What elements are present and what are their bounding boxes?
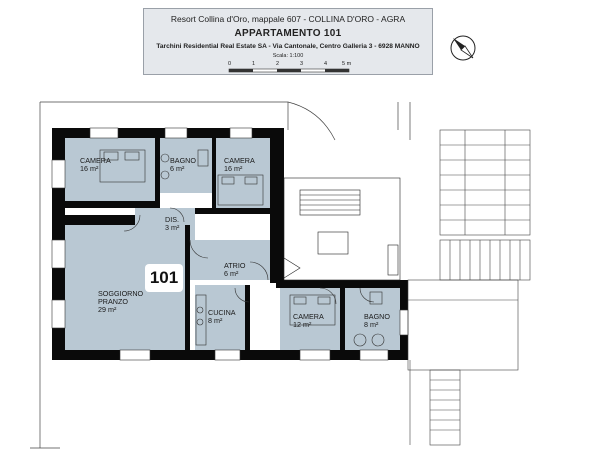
project-line: Resort Collina d'Oro, mappale 607 - COLL… (170, 14, 406, 24)
room-cucina-name: CUCINA (208, 308, 236, 317)
external-structure (407, 129, 531, 446)
windows (51, 127, 409, 361)
room-atrio-name: ATRIO (224, 261, 246, 270)
room-soggiorno-area: 29 m² (98, 305, 117, 314)
room-camera-1-name: CAMERA (80, 156, 111, 165)
furniture (99, 149, 385, 347)
room-cucina-area: 8 m² (208, 316, 223, 325)
room-bagno-1-name: BAGNO (170, 156, 196, 165)
room-bagno-2-area: 8 m² (364, 320, 379, 329)
company-line: Tarchini Residential Real Estate SA - Vi… (156, 43, 420, 50)
scale-bar: 0 1 2 3 4 5 m (228, 60, 352, 74)
room-atrio-area: 6 m² (224, 269, 239, 278)
room-bagno-1-area: 6 m² (170, 164, 185, 173)
scale-tick-4: 4 (324, 61, 328, 67)
apartment-title: APPARTAMENTO 101 (234, 28, 342, 39)
room-camera-1-area: 16 m² (80, 164, 99, 173)
scale-label: Scala: 1:100 (272, 53, 304, 59)
scale-tick-2: 2 (276, 61, 280, 67)
scale-tick-5: 5 m (342, 61, 352, 67)
scale-tick-0: 0 (228, 61, 232, 67)
room-soggiorno-name-1: SOGGIORNO (98, 289, 144, 298)
room-camera-2-area: 16 m² (224, 164, 243, 173)
room-camera-2-name: CAMERA (224, 156, 255, 165)
room-camera-3-name: CAMERA (293, 312, 324, 321)
context-lines (30, 101, 411, 449)
room-bagno-2-name: BAGNO (364, 312, 390, 321)
apartment-number-badge: 101 (145, 264, 183, 292)
room-camera-3-area: 12 m² (293, 320, 312, 329)
doors (123, 207, 375, 305)
room-dis-area: 3 m² (165, 223, 180, 232)
scale-tick-3: 3 (300, 61, 304, 67)
room-soggiorno-name-2: PRANZO (98, 297, 128, 306)
north-arrow-icon (450, 35, 476, 61)
scale-bar-graphic (228, 68, 350, 73)
title-block: Resort Collina d'Oro, mappale 607 - COLL… (143, 8, 433, 75)
scale-tick-1: 1 (252, 61, 256, 67)
stairwell (283, 177, 401, 281)
room-dis-name: DIS. (165, 215, 179, 224)
